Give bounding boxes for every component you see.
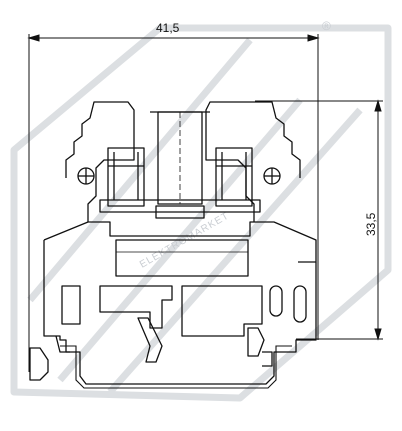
height-label: 33,5 xyxy=(364,212,378,236)
middle-housing xyxy=(43,221,317,263)
lower-body-outer xyxy=(43,240,317,385)
center-right-pocket xyxy=(181,285,263,337)
label-window xyxy=(115,239,249,277)
height-dimension xyxy=(255,99,383,341)
width-dimension xyxy=(27,34,320,372)
left-clip-foot xyxy=(29,347,49,381)
right-clip-hook xyxy=(262,351,273,367)
watermark-inner-stripe-2 xyxy=(107,107,363,395)
right-slot-small xyxy=(269,285,283,317)
height-arrow-bottom xyxy=(374,328,382,341)
current-bar xyxy=(99,199,261,213)
right-slot xyxy=(293,285,307,323)
right-clamp xyxy=(215,147,253,207)
din-rail xyxy=(60,345,292,389)
center-left-pocket xyxy=(99,285,173,329)
watermark xyxy=(10,24,392,402)
width-arrow-right xyxy=(307,34,320,42)
left-clamp xyxy=(107,147,145,207)
right-clip-foot xyxy=(247,327,265,357)
width-label: 41,5 xyxy=(156,21,180,35)
watermark-outer-frame xyxy=(10,24,392,402)
left-housing-top xyxy=(65,101,135,222)
watermark-inner-stripe-3 xyxy=(27,37,253,303)
height-arrow-top xyxy=(374,99,382,112)
width-arrow-left xyxy=(27,34,40,42)
center-clip-foot xyxy=(137,317,163,363)
registered-mark: ® xyxy=(322,19,331,33)
left-lower-pocket xyxy=(61,285,81,325)
terminal-block xyxy=(29,101,317,385)
din-rail-profile xyxy=(60,345,292,389)
current-bar-center xyxy=(155,205,205,219)
left-clip-spring xyxy=(55,335,70,353)
